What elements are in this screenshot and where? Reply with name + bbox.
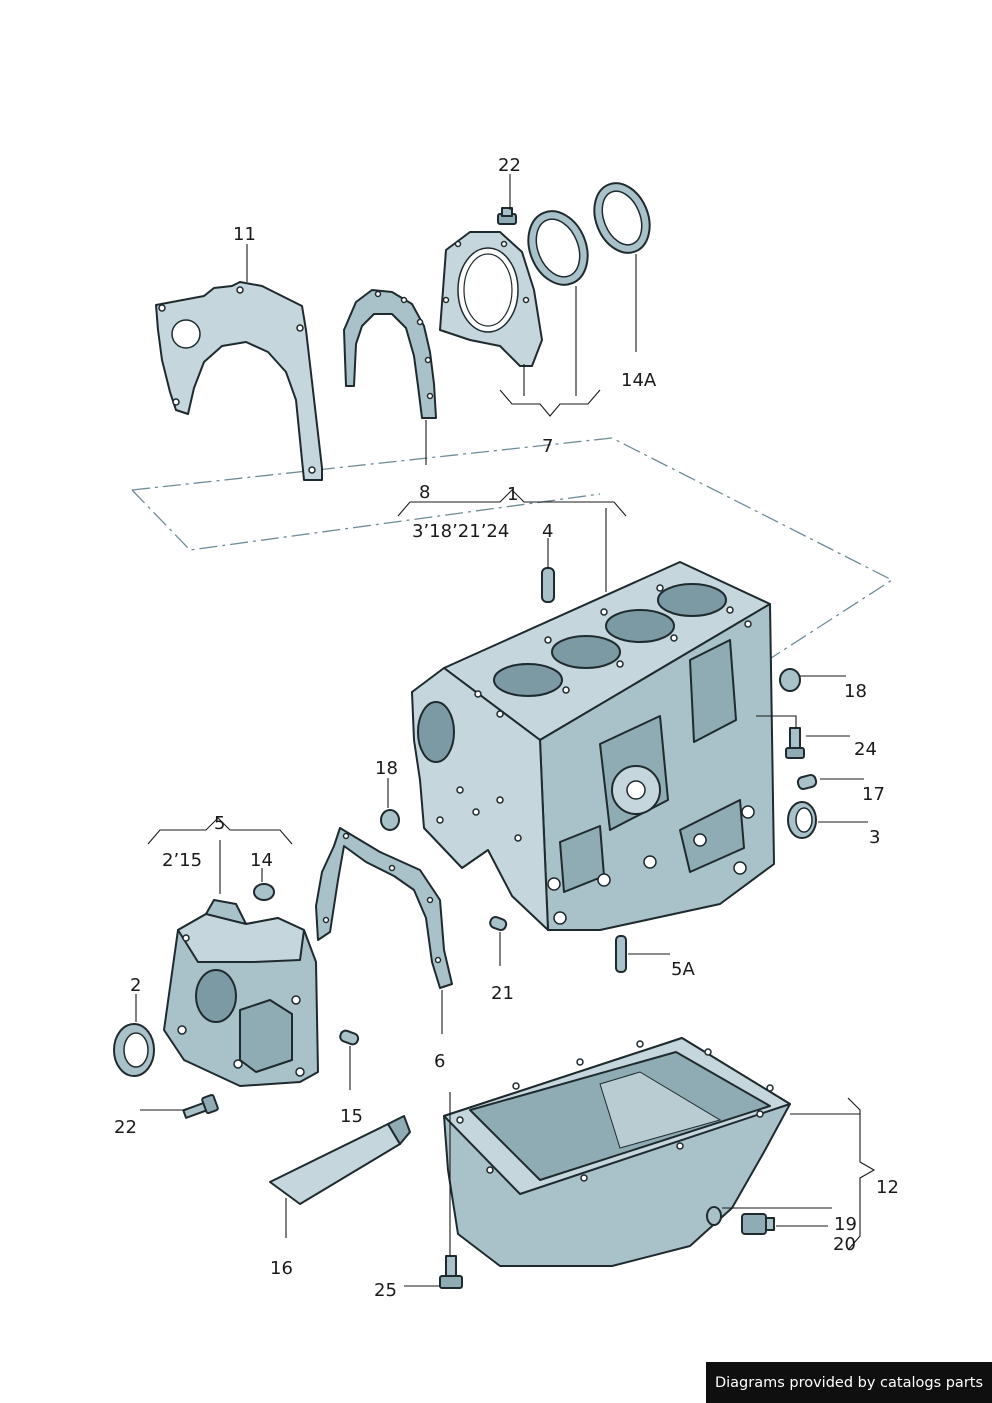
label-14: 14 (250, 850, 273, 871)
label-4: 4 (542, 521, 553, 542)
part-12-oil-sump[interactable] (443, 1037, 791, 1267)
rear-seal-flange[interactable] (439, 231, 543, 367)
part-20-drain-plug[interactable] (741, 1213, 775, 1235)
part-16-sealant-tube[interactable] (269, 1115, 411, 1205)
part-25-bolt[interactable] (439, 1255, 463, 1289)
label-21: 21 (491, 983, 514, 1004)
part-14a-sender-wheel[interactable] (584, 175, 659, 261)
part-18-plug-left[interactable] (380, 809, 400, 831)
label-16: 16 (270, 1258, 293, 1279)
label-20: 20 (833, 1234, 856, 1255)
label-1-includes: 3’18’21’24 (412, 521, 509, 542)
part-11-intermediate-plate[interactable] (155, 281, 323, 481)
part-1-cylinder-block[interactable] (411, 561, 775, 931)
label-17: 17 (862, 784, 885, 805)
part-24-bolt[interactable] (785, 727, 805, 759)
part-18-plug-right[interactable] (779, 668, 801, 692)
label-5a: 5A (671, 959, 695, 980)
part-8-gasket[interactable] (343, 289, 437, 419)
label-25: 25 (374, 1280, 397, 1301)
part-labels: 22 11 14A 7 8 1 3’18’21’24 4 18 24 18 17… (114, 155, 899, 1301)
label-7: 7 (542, 436, 553, 457)
part-15-dowel-pin[interactable] (339, 1029, 360, 1046)
label-5-includes: 2’15 (162, 850, 202, 871)
label-8: 8 (419, 482, 430, 503)
part-5a-dowel-pin[interactable] (615, 935, 627, 973)
credit-banner: Diagrams provided by catalogs parts (706, 1362, 992, 1403)
label-22-bottom: 22 (114, 1117, 137, 1138)
label-14a: 14A (621, 370, 657, 391)
label-12: 12 (876, 1177, 899, 1198)
label-18-left: 18 (375, 758, 398, 779)
group-boundary-dashed (131, 437, 894, 661)
label-24: 24 (854, 739, 877, 760)
leader-lines (135, 174, 876, 1287)
part-19-seal-washer[interactable] (706, 1206, 722, 1226)
crankshaft-seal-ring[interactable] (518, 202, 598, 293)
label-15: 15 (340, 1106, 363, 1127)
part-17-pin[interactable] (796, 773, 818, 791)
label-1: 1 (507, 484, 518, 505)
label-6: 6 (434, 1051, 445, 1072)
label-3: 3 (869, 827, 880, 848)
part-2-seal-ring[interactable] (113, 1023, 155, 1077)
part-6-gasket[interactable] (315, 827, 453, 989)
label-11: 11 (233, 224, 256, 245)
part-4-dowel-sleeve[interactable] (541, 567, 555, 603)
label-18-right: 18 (844, 681, 867, 702)
label-2: 2 (130, 975, 141, 996)
label-22-top: 22 (498, 155, 521, 176)
part-22-bolt-bottom[interactable] (182, 1093, 219, 1119)
label-19: 19 (834, 1214, 857, 1235)
part-3-seal-ring[interactable] (787, 801, 817, 839)
part-14-plug[interactable] (253, 883, 275, 901)
part-5-front-cover[interactable] (163, 899, 319, 1087)
part-21-pin[interactable] (489, 916, 508, 932)
part-22-bolt-top[interactable] (497, 207, 517, 225)
label-5: 5 (214, 813, 225, 834)
